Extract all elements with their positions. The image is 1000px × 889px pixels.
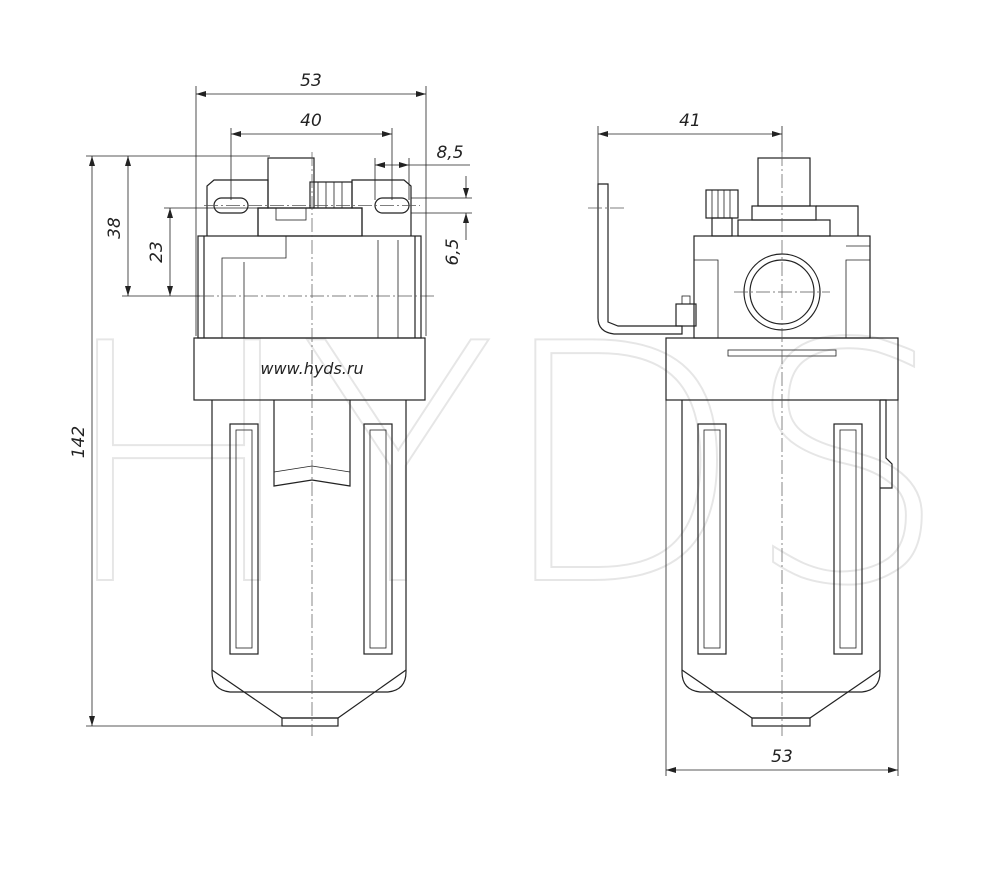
watermark-text: HYDS — [58, 274, 948, 658]
dim-front-slot-spacing: 40 — [300, 111, 322, 131]
dim-front-height-port: 23 — [147, 241, 167, 263]
dim-front-total-height: 142 — [69, 426, 89, 458]
website-label: www.hyds.ru — [260, 359, 363, 378]
front-view — [193, 152, 436, 736]
front-dimensions — [86, 86, 472, 727]
dim-front-slot-height: 6,5 — [443, 238, 463, 265]
dim-front-total-width: 53 — [300, 71, 322, 91]
side-view — [588, 152, 899, 736]
dim-front-slot-width: 8,5 — [436, 143, 463, 163]
dim-front-height-mount: 38 — [105, 217, 125, 239]
dim-side-mount-offset: 41 — [679, 111, 701, 131]
dim-side-total-width: 53 — [771, 747, 793, 767]
side-dimensions — [597, 126, 899, 776]
